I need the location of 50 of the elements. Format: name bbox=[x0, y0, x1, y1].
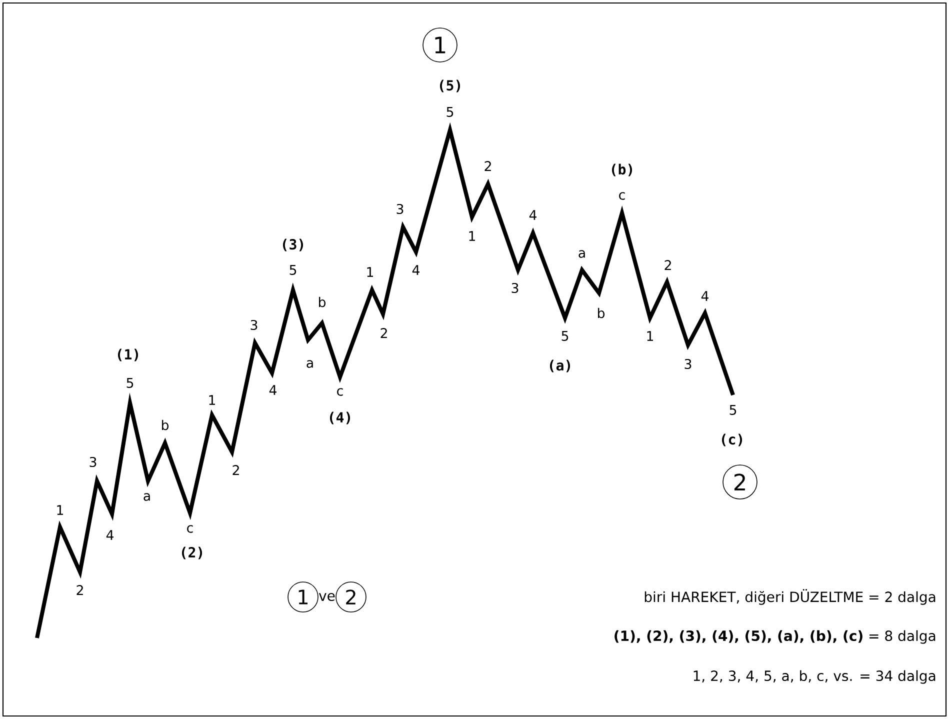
wave-label: 1 bbox=[209, 395, 216, 405]
wave-label: 1 bbox=[469, 231, 476, 241]
wave-label: 1 bbox=[367, 267, 374, 277]
circled-number: 1 bbox=[422, 28, 458, 62]
wave-label: 4 bbox=[106, 530, 114, 540]
wave-label: c bbox=[337, 388, 343, 396]
wave-label: 3 bbox=[512, 282, 518, 294]
wave-label: 2 bbox=[664, 260, 671, 270]
wave-label: 5 bbox=[562, 331, 568, 341]
wave-label: 5 bbox=[446, 107, 454, 117]
wave-label: a bbox=[578, 250, 585, 258]
wave-label: 2 bbox=[484, 161, 491, 171]
wave-label: 4 bbox=[529, 210, 536, 220]
wave-label: 3 bbox=[250, 320, 258, 330]
wave-label: (3) bbox=[282, 238, 304, 252]
wave-label: (b) bbox=[612, 164, 632, 176]
wave-label: 3 bbox=[396, 204, 404, 214]
note-text: biri HAREKET, diğeri DÜZELTME = 2 dalga bbox=[644, 589, 936, 605]
wave-label: (1) bbox=[118, 348, 138, 362]
wave-label: b bbox=[318, 296, 326, 308]
wave-label: (5) bbox=[440, 80, 460, 92]
wave-label: b bbox=[598, 308, 604, 318]
wave-label: 2 bbox=[76, 585, 83, 595]
wave-label: 2 bbox=[232, 465, 239, 475]
wave-label: 5 bbox=[290, 265, 296, 275]
wave-label: c bbox=[619, 192, 625, 200]
wave-label: 3 bbox=[90, 456, 96, 468]
wave-label: a bbox=[306, 360, 313, 368]
circled-number: 2 bbox=[722, 464, 758, 500]
wave-label: c bbox=[187, 525, 193, 533]
note-text: (1), (2), (3), (4), (5), (a), (b), (c) = 8 dalga bbox=[614, 630, 936, 644]
circled-number: 2 bbox=[336, 582, 366, 612]
wave-label: (c) bbox=[722, 434, 742, 446]
note-text: ve bbox=[318, 593, 335, 602]
wave-label: 5 bbox=[730, 405, 736, 415]
circled-number: 1 bbox=[288, 582, 318, 612]
wave-label: 1 bbox=[647, 331, 654, 341]
wave-label: 4 bbox=[269, 385, 276, 395]
wave-label: 5 bbox=[126, 378, 134, 388]
wave-label: 1 bbox=[57, 505, 64, 515]
wave-label: (a) bbox=[550, 360, 570, 372]
wave-label: 4 bbox=[701, 291, 708, 301]
wave-label: (2) bbox=[182, 546, 202, 560]
wave-label: 4 bbox=[412, 265, 420, 275]
wave-label: (4) bbox=[330, 412, 350, 424]
wave-label: a bbox=[144, 493, 150, 501]
wave-label: 3 bbox=[684, 358, 692, 370]
note-text: 1, 2, 3, 4, 5, a, b, c, vs. = 34 dalga bbox=[694, 670, 936, 684]
wave-label: b bbox=[162, 420, 168, 430]
wave-label: 2 bbox=[380, 328, 387, 338]
